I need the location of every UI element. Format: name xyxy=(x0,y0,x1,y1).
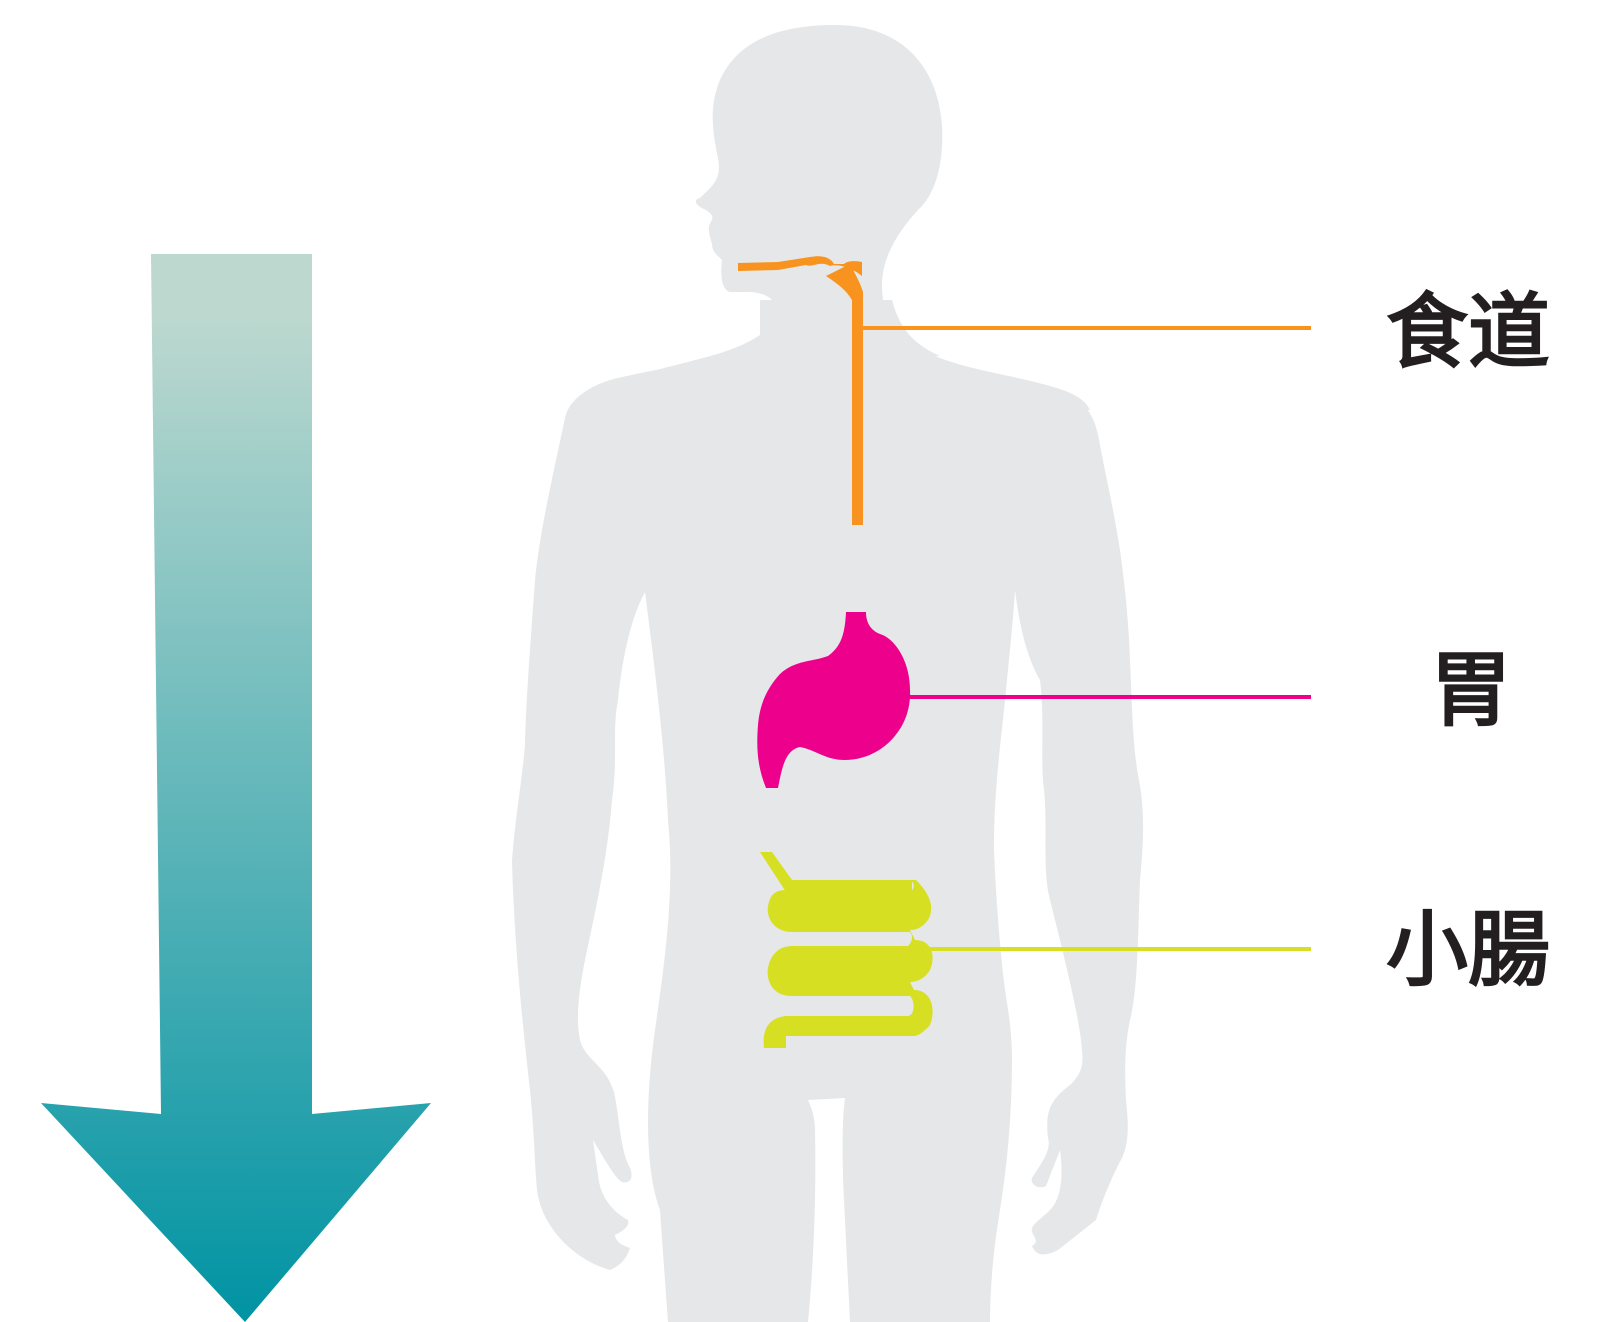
esophagus-label: 食道 xyxy=(1386,285,1550,380)
small-intestine-label: 小腸 xyxy=(1386,903,1550,998)
stomach-label: 胃 xyxy=(1430,643,1512,738)
downward-arrow xyxy=(41,254,431,1322)
torso-silhouette xyxy=(512,356,1143,1322)
